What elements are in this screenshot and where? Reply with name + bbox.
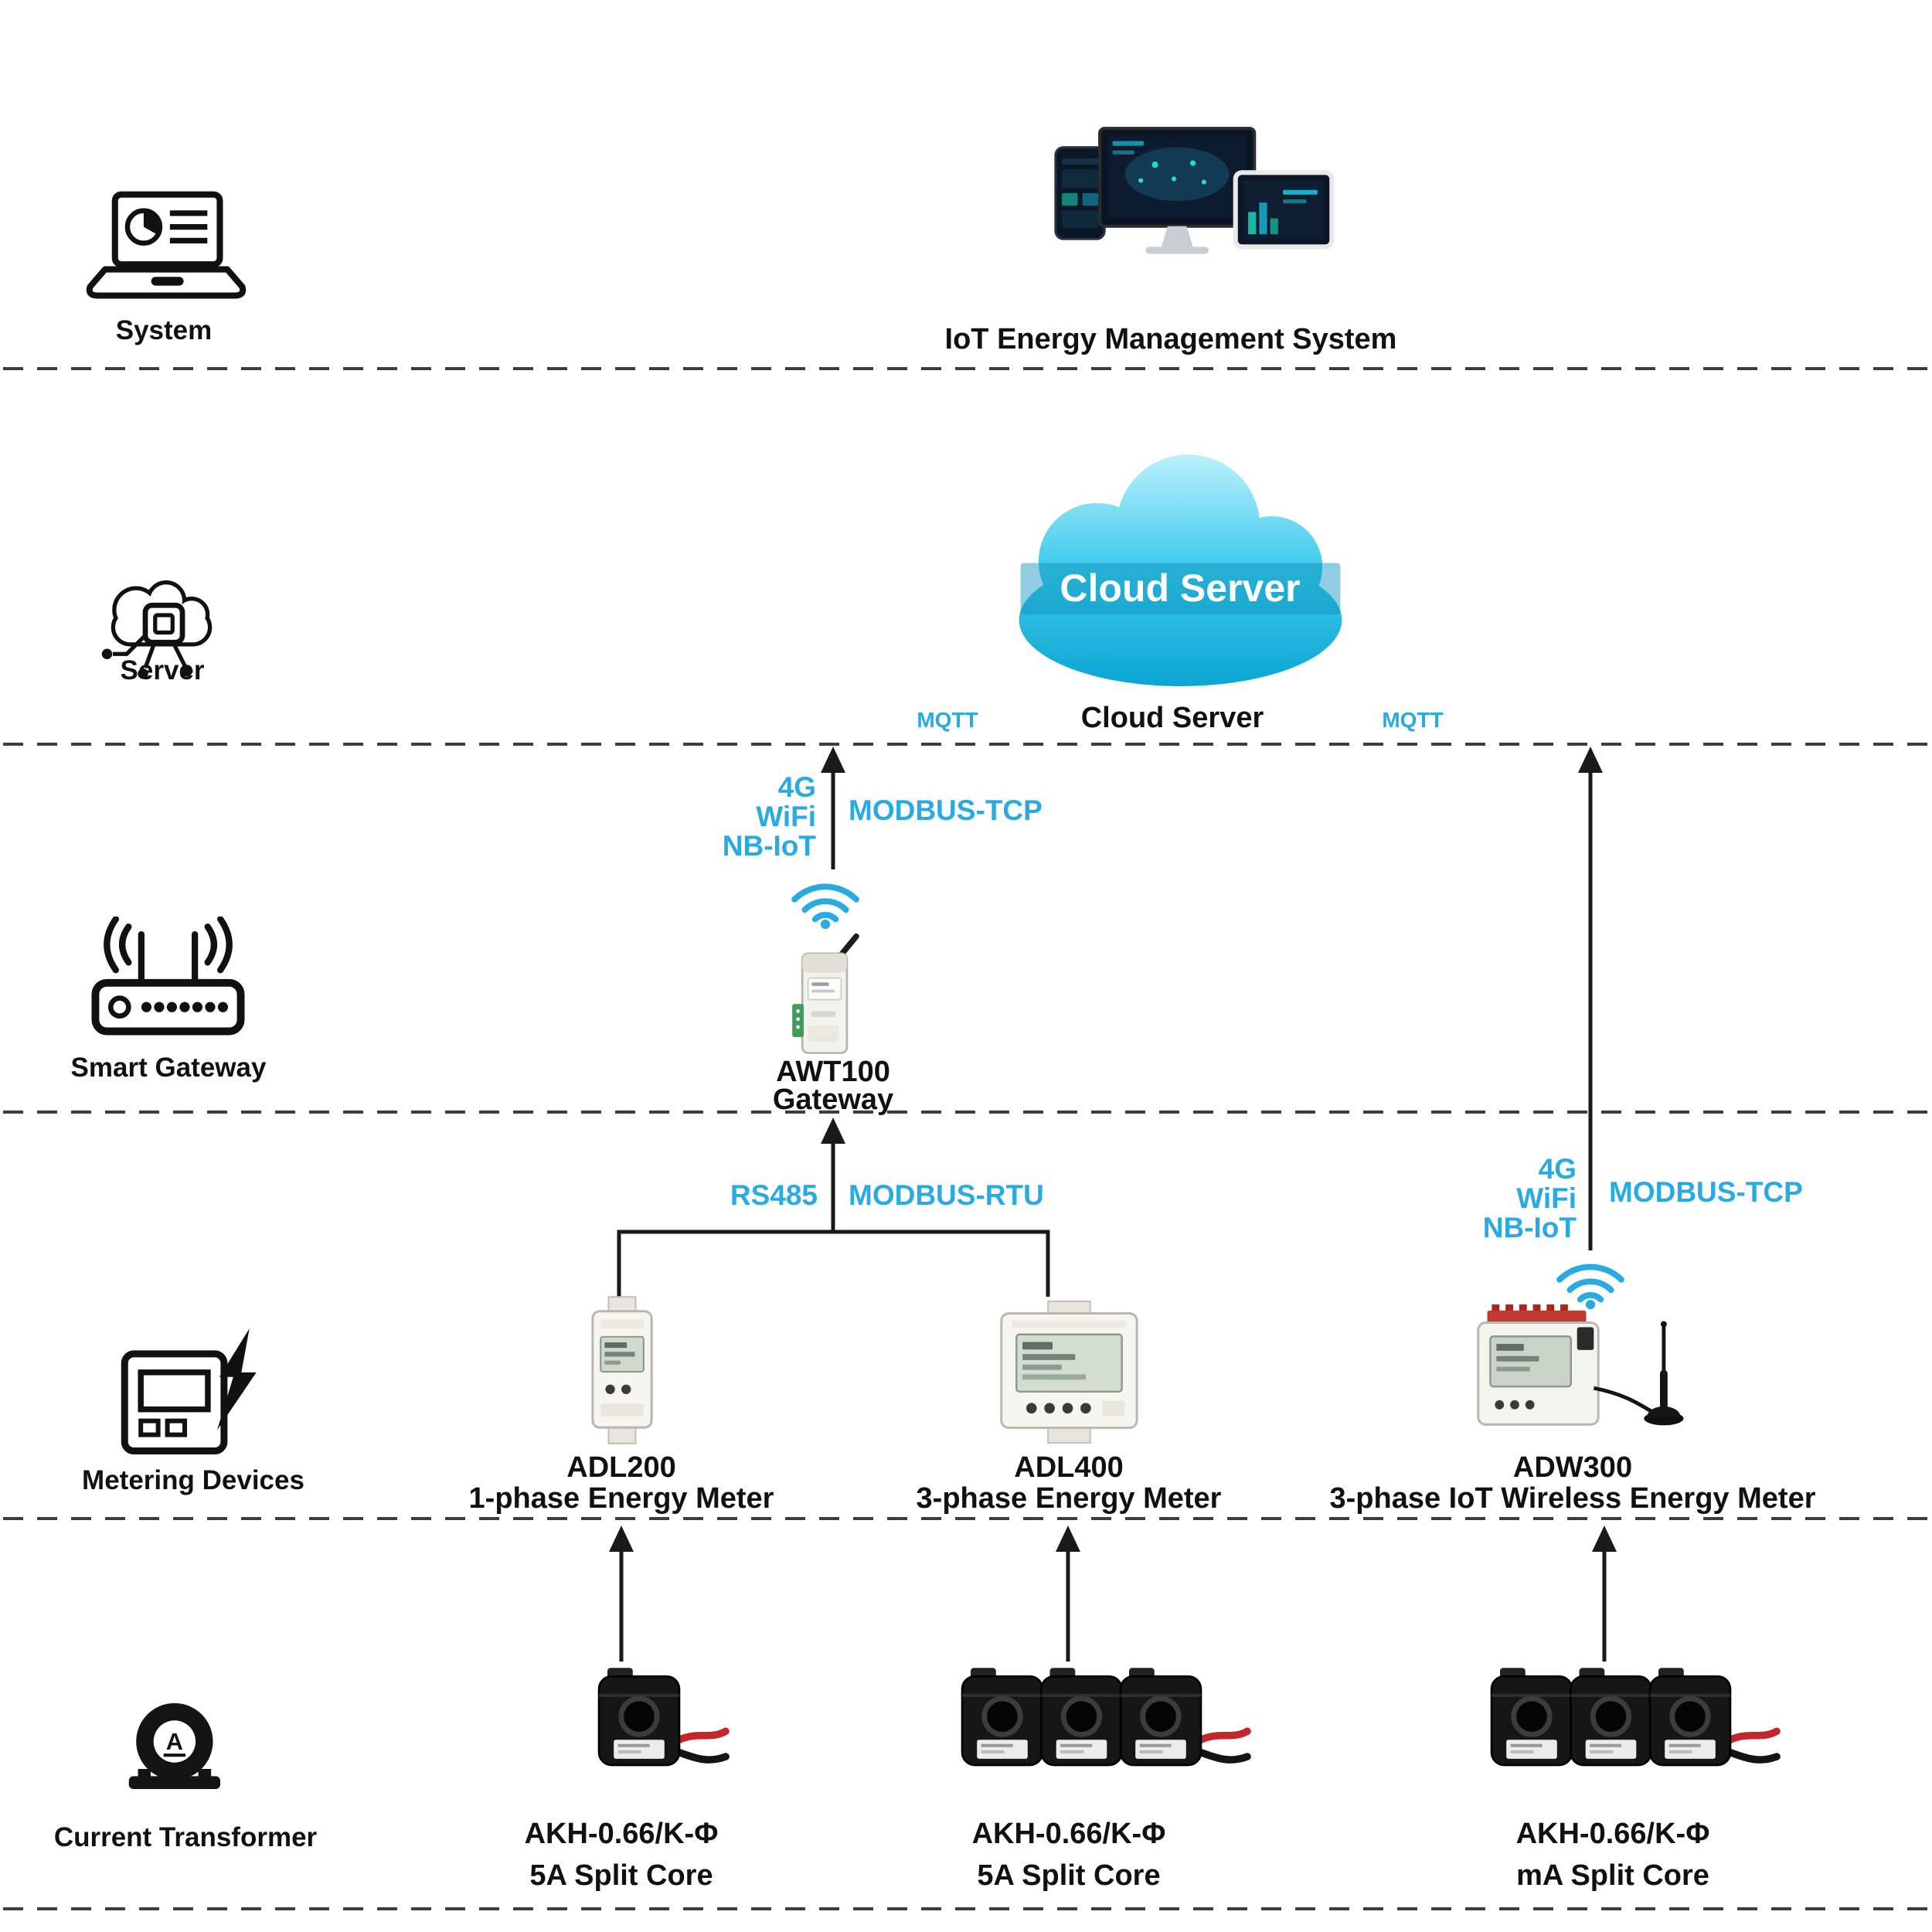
layer-divider xyxy=(3,1907,1929,1910)
gateway-uplink-4g-label: 4G xyxy=(777,771,816,803)
adl400-meter-image xyxy=(989,1298,1148,1445)
layer-divider xyxy=(3,367,1929,370)
ct-triple-image xyxy=(1468,1662,1785,1794)
mqtt-left-label: MQTT xyxy=(917,708,978,732)
current-transformer-icon xyxy=(116,1694,240,1799)
ct1-arrowhead xyxy=(609,1526,634,1552)
modbus-rtu-label: MODBUS-RTU xyxy=(849,1179,1044,1211)
ct-name: AKH-0.66/K-Φ xyxy=(971,1818,1166,1850)
gateway-uplink-labels: 4G WiFi NB-IoT xyxy=(662,773,816,861)
adw300-uplink-labels: 4G WiFi NB-IoT xyxy=(1422,1155,1577,1243)
mqtt-right-label: MQTT xyxy=(1382,708,1444,732)
ct-desc: 5A Split Core xyxy=(977,1859,1161,1892)
meter-name: ADL200 xyxy=(566,1451,676,1484)
adw300-uplink-wifi-label: WiFi xyxy=(1516,1182,1577,1214)
gateway-role: Gateway xyxy=(772,1083,894,1116)
gateway-to-cloud-arrowhead xyxy=(821,747,845,773)
adw300-uplink-protocol-label: MODBUS-TCP xyxy=(1609,1176,1803,1208)
meter-desc: 3-phase Energy Meter xyxy=(916,1482,1222,1515)
rs485-label: RS485 xyxy=(730,1179,818,1211)
gateway-uplink-nbiot-label: NB-IoT xyxy=(722,830,816,862)
meter-name: ADL400 xyxy=(1014,1451,1124,1484)
gateway-uplink-wifi-label: WiFi xyxy=(756,801,816,832)
meter-desc: 3-phase IoT Wireless Energy Meter xyxy=(1329,1482,1816,1515)
ct3-arrowhead xyxy=(1592,1526,1617,1552)
adw300-uplink-nbiot-label: NB-IoT xyxy=(1482,1212,1577,1243)
ct-desc: 5A Split Core xyxy=(529,1859,713,1892)
ct-triple-image xyxy=(939,1662,1256,1794)
ct-name: AKH-0.66/K-Φ xyxy=(1515,1818,1710,1850)
layer-divider xyxy=(3,1111,1929,1114)
adw300-wifi-icon xyxy=(1552,1250,1629,1311)
layer-divider xyxy=(3,1517,1929,1520)
meter-desc: 1-phase Energy Meter xyxy=(468,1482,774,1515)
layer-divider xyxy=(3,743,1929,746)
metering-devices-layer-label: Metering Devices xyxy=(82,1465,304,1495)
ct-name: AKH-0.66/K-Φ xyxy=(524,1818,719,1850)
server-layer-label: Server xyxy=(120,655,205,685)
adw300-uplink-4g-label: 4G xyxy=(1538,1153,1577,1185)
ems-title: IoT Energy Management System xyxy=(944,323,1397,355)
metering-devices-icon xyxy=(113,1326,275,1459)
awt100-gateway-image xyxy=(782,932,869,1058)
rs485-bus-line xyxy=(617,1230,1050,1297)
smart-gateway-layer-label: Smart Gateway xyxy=(70,1053,267,1083)
current-transformer-layer-label: Current Transformer xyxy=(53,1822,318,1852)
adl200-meter-image xyxy=(573,1292,669,1447)
gateway-name: AWT100 xyxy=(776,1056,890,1088)
gateway-wifi-icon xyxy=(787,870,864,930)
router-icon xyxy=(85,917,251,1044)
ct2-arrowhead xyxy=(1056,1526,1080,1552)
gateway-uplink-protocol-label: MODBUS-TCP xyxy=(849,794,1043,826)
bus-to-gateway-arrowhead xyxy=(821,1117,845,1144)
ems-devices-image xyxy=(1005,124,1337,309)
cloud-caption: Cloud Server xyxy=(1080,702,1264,734)
cloud-banner-text: Cloud Server xyxy=(1060,566,1301,610)
ct-desc: mA Split Core xyxy=(1516,1859,1709,1892)
adw300-meter-image xyxy=(1464,1297,1708,1445)
system-laptop-icon xyxy=(85,189,247,304)
ct-single-image xyxy=(576,1662,734,1794)
adw300-to-cloud-arrowhead xyxy=(1578,747,1603,773)
system-layer-label: System xyxy=(115,315,213,345)
meter-name: ADW300 xyxy=(1512,1451,1633,1484)
